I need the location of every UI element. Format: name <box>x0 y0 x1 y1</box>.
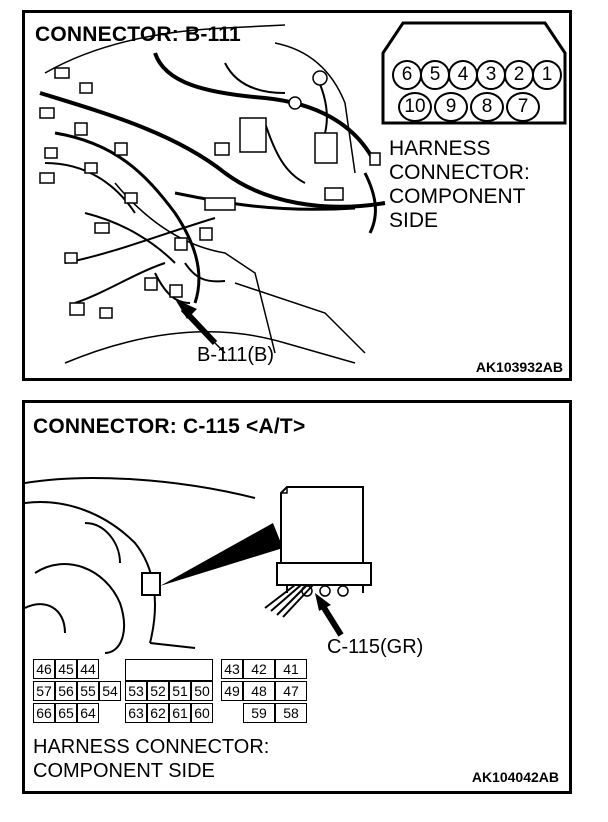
connector-key <box>125 659 213 681</box>
pin: 57 <box>33 681 55 701</box>
pin: 51 <box>169 681 191 701</box>
panel-title: CONNECTOR: B-111 <box>35 23 241 46</box>
pin: 48 <box>243 681 275 701</box>
pin: 62 <box>147 703 169 723</box>
pin: 54 <box>99 681 121 701</box>
pin: 55 <box>77 681 99 701</box>
pin: 60 <box>191 703 213 723</box>
pin: 58 <box>275 703 307 723</box>
pin: 9 <box>434 92 468 122</box>
dashboard-illustration <box>25 477 372 654</box>
panel-title: CONNECTOR: C-115 <A/T> <box>33 415 306 438</box>
pin: 45 <box>55 659 77 679</box>
pin: 7 <box>506 92 540 122</box>
pin: 43 <box>221 659 243 679</box>
pin: 10 <box>398 92 432 122</box>
pin: 50 <box>191 681 213 701</box>
connector-b111-panel: CONNECTOR: B-111 6 5 4 3 2 1 10 9 8 7 HA… <box>22 10 572 381</box>
connector-view-label: HARNESS CONNECTOR: COMPONENT SIDE <box>33 736 270 782</box>
pin: 53 <box>125 681 147 701</box>
pin: 66 <box>33 703 55 723</box>
pin: 41 <box>275 659 307 679</box>
pin: 59 <box>243 703 275 723</box>
pin: 3 <box>476 60 506 90</box>
pin: 5 <box>420 60 450 90</box>
pin: 63 <box>125 703 147 723</box>
connector-view-label: HARNESS CONNECTOR: COMPONENT SIDE <box>389 137 530 232</box>
pin: 2 <box>504 60 534 90</box>
pin: 47 <box>275 681 307 701</box>
figure-code: AK104042AB <box>471 769 559 785</box>
connector-callout: B-111(B) <box>197 344 275 366</box>
figure-code: AK103932AB <box>475 359 563 375</box>
harness-illustration <box>39 24 386 364</box>
pin: 8 <box>470 92 504 122</box>
pin: 46 <box>33 659 55 679</box>
connector-c115-panel: CONNECTOR: C-115 <A/T> <box>22 400 572 794</box>
pin: 56 <box>55 681 77 701</box>
pin: 52 <box>147 681 169 701</box>
pin: 49 <box>221 681 243 701</box>
pin: 4 <box>448 60 478 90</box>
pin: 42 <box>243 659 275 679</box>
pin: 1 <box>532 60 562 90</box>
pin: 44 <box>77 659 99 679</box>
pin: 61 <box>169 703 191 723</box>
pin: 64 <box>77 703 99 723</box>
pin: 6 <box>392 60 422 90</box>
connector-callout: C-115(GR) <box>327 636 424 658</box>
pin: 65 <box>55 703 77 723</box>
